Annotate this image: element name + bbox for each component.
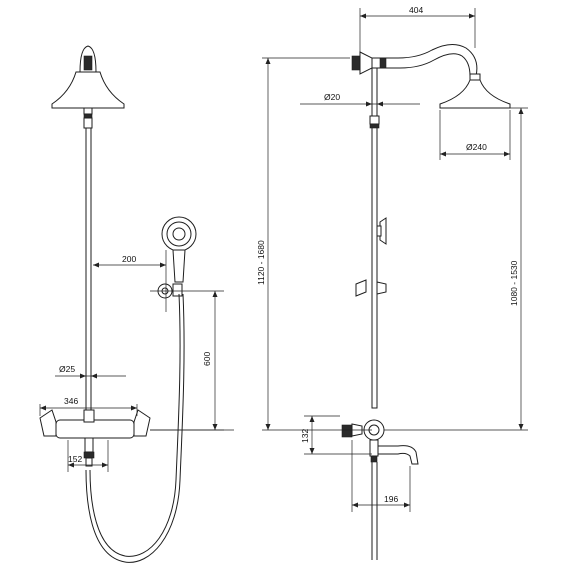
dim-152-label: 152 [68, 454, 82, 464]
side-mixer [341, 419, 419, 465]
dim-404-label: 404 [409, 5, 423, 15]
side-shower-arm [351, 44, 511, 109]
dim-1080-1530-label: 1080 - 1530 [509, 260, 519, 306]
dim-25-label: Ø25 [59, 364, 75, 374]
side-riser-coupler [369, 115, 380, 125]
dim-200: 200 [93, 250, 167, 312]
dim-132: 132 [300, 415, 372, 455]
dim-200-label: 200 [122, 254, 136, 264]
dim-600-label: 600 [202, 352, 212, 366]
dim-600: 600 [150, 290, 224, 431]
dim-20-label: Ø20 [324, 92, 340, 102]
front-mixer [39, 409, 151, 467]
dim-196: 196 [351, 440, 411, 512]
front-hose-outer [89, 293, 181, 557]
front-shower-head [51, 45, 125, 129]
side-riser-pipe [371, 67, 378, 409]
dim-1120-1680-label: 1120 - 1680 [256, 240, 266, 285]
front-hand-shower [157, 216, 197, 299]
dim-152: 152 [67, 440, 109, 472]
front-view: 200 600 Ø25 346 [39, 45, 234, 563]
dim-1080-1530: 1080 - 1530 [384, 107, 528, 431]
dim-240: Ø240 [439, 110, 511, 160]
side-view: 404 1120 - 1680 Ø20 Ø240 [256, 5, 528, 560]
front-hose-inner [85, 293, 185, 563]
dim-1120-1680: 1120 - 1680 [256, 57, 372, 431]
dim-20: Ø20 [300, 92, 420, 107]
side-hand-shower-holder [355, 217, 387, 297]
dim-346: 346 [39, 396, 138, 416]
dim-404: 404 [359, 5, 476, 52]
dim-25: Ø25 [55, 364, 126, 379]
dim-132-label: 132 [300, 429, 310, 443]
dim-346-label: 346 [64, 396, 78, 406]
dim-196-label: 196 [384, 494, 398, 504]
front-riser-pipe [85, 127, 92, 413]
dim-240-label: Ø240 [466, 142, 487, 152]
